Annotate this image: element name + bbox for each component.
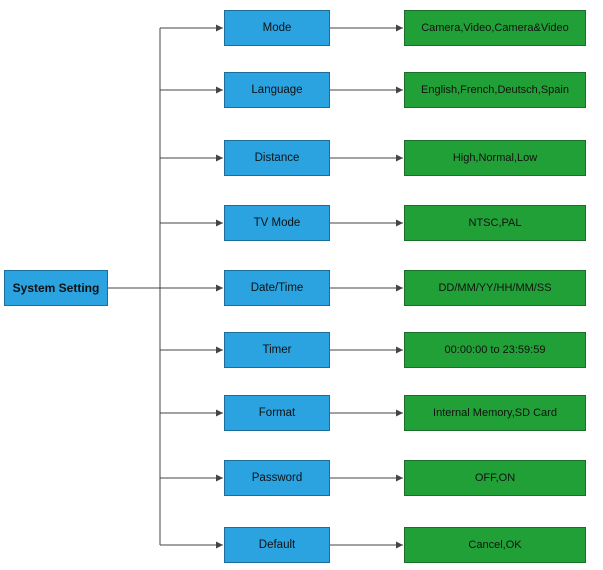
setting-node-label: Format	[258, 407, 296, 419]
option-node-label: Internal Memory,SD Card	[433, 407, 557, 419]
option-node-language: English,French,Deutsch,Spain	[404, 72, 586, 108]
option-node-format: Internal Memory,SD Card	[404, 395, 586, 431]
setting-node-default: Default	[224, 527, 330, 563]
option-node-timer: 00:00:00 to 23:59:59	[404, 332, 586, 368]
connector-group	[160, 24, 403, 549]
setting-node-timer: Timer	[224, 332, 330, 368]
option-node-label: Camera,Video,Camera&Video	[421, 22, 569, 34]
setting-node-password: Password	[224, 460, 330, 496]
setting-node-date-time: Date/Time	[224, 270, 330, 306]
option-node-label: High,Normal,Low	[452, 152, 538, 164]
setting-node-mode: Mode	[224, 10, 330, 46]
option-node-date-time: DD/MM/YY/HH/MM/SS	[404, 270, 586, 306]
root-node-system-setting: System Setting	[4, 270, 108, 306]
setting-node-label: Password	[251, 472, 303, 484]
setting-node-label: Timer	[262, 344, 292, 356]
root-node-label: System Setting	[12, 281, 100, 295]
option-node-label: DD/MM/YY/HH/MM/SS	[438, 282, 552, 294]
option-node-label: English,French,Deutsch,Spain	[421, 84, 569, 96]
option-node-default: Cancel,OK	[404, 527, 586, 563]
option-node-label: NTSC,PAL	[468, 217, 522, 229]
setting-node-label: Mode	[262, 22, 292, 34]
option-node-label: Cancel,OK	[468, 539, 522, 551]
setting-node-distance: Distance	[224, 140, 330, 176]
setting-node-label: Distance	[254, 152, 300, 164]
setting-node-label: Default	[258, 539, 296, 551]
option-node-label: OFF,ON	[474, 472, 516, 484]
setting-node-format: Format	[224, 395, 330, 431]
setting-node-tv-mode: TV Mode	[224, 205, 330, 241]
option-node-password: OFF,ON	[404, 460, 586, 496]
option-node-mode: Camera,Video,Camera&Video	[404, 10, 586, 46]
option-node-label: 00:00:00 to 23:59:59	[444, 344, 546, 356]
option-node-tv-mode: NTSC,PAL	[404, 205, 586, 241]
setting-node-label: Date/Time	[250, 282, 304, 294]
setting-node-language: Language	[224, 72, 330, 108]
option-node-distance: High,Normal,Low	[404, 140, 586, 176]
setting-node-label: Language	[251, 84, 303, 96]
setting-node-label: TV Mode	[253, 217, 301, 229]
